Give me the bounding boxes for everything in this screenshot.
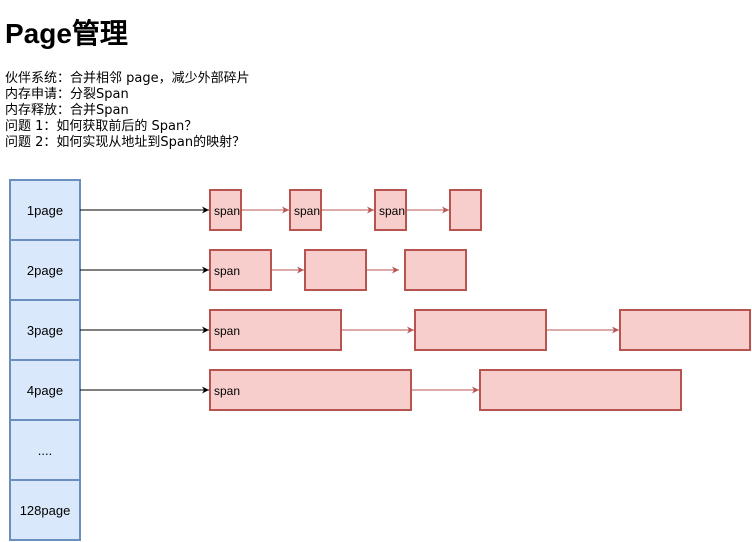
span-list-3page: span — [80, 309, 751, 351]
note-free: 内存释放：合并Span — [5, 103, 129, 118]
span-block[interactable] — [304, 249, 367, 291]
note-alloc: 内存申请：分裂Span — [5, 87, 129, 102]
span-block[interactable]: span — [209, 189, 242, 231]
span-block[interactable]: span — [289, 189, 322, 231]
span-block[interactable] — [404, 249, 467, 291]
span-label: span — [214, 384, 240, 398]
span-block[interactable]: span — [209, 249, 272, 291]
bucket-label: 128page — [20, 503, 71, 518]
bucket-128page[interactable]: 128page — [9, 479, 81, 541]
bucket-label: 4page — [27, 383, 63, 398]
bucket-1page[interactable]: 1page — [9, 179, 81, 241]
note-question-2: 问题 2：如何实现从地址到Span的映射？ — [5, 135, 246, 150]
bucket-label: 3page — [27, 323, 63, 338]
span-block[interactable]: span — [209, 309, 342, 351]
span-label: span — [214, 264, 240, 278]
notes: 伙伴系统：合并相邻 page，减少外部碎片 内存申请：分裂Span 内存释放：合… — [5, 71, 250, 151]
bucket-label: 1page — [27, 203, 63, 218]
bucket-column: 1page 2page 3page 4page .... 128page — [9, 179, 81, 541]
span-block[interactable] — [449, 189, 482, 231]
span-block[interactable] — [414, 309, 547, 351]
note-question-1: 问题 1：如何获取前后的 Span？ — [5, 119, 198, 134]
bucket-4page[interactable]: 4page — [9, 359, 81, 421]
span-label: span — [214, 324, 240, 338]
span-list-2page: span — [80, 249, 467, 291]
bucket-label: .... — [38, 443, 52, 458]
span-block[interactable]: span — [374, 189, 407, 231]
bucket-ellipsis[interactable]: .... — [9, 419, 81, 481]
span-label: span — [214, 204, 240, 218]
span-label: span — [294, 204, 320, 218]
span-block[interactable] — [619, 309, 751, 351]
bucket-label: 2page — [27, 263, 63, 278]
span-block[interactable] — [479, 369, 682, 411]
span-list-4page: span — [80, 369, 682, 411]
span-block[interactable]: span — [209, 369, 412, 411]
note-buddy-system: 伙伴系统：合并相邻 page，减少外部碎片 — [5, 71, 250, 86]
span-label: span — [379, 204, 405, 218]
bucket-2page[interactable]: 2page — [9, 239, 81, 301]
bucket-3page[interactable]: 3page — [9, 299, 81, 361]
page-title: Page管理 — [5, 18, 128, 49]
span-list-1page: span span span — [80, 189, 482, 231]
